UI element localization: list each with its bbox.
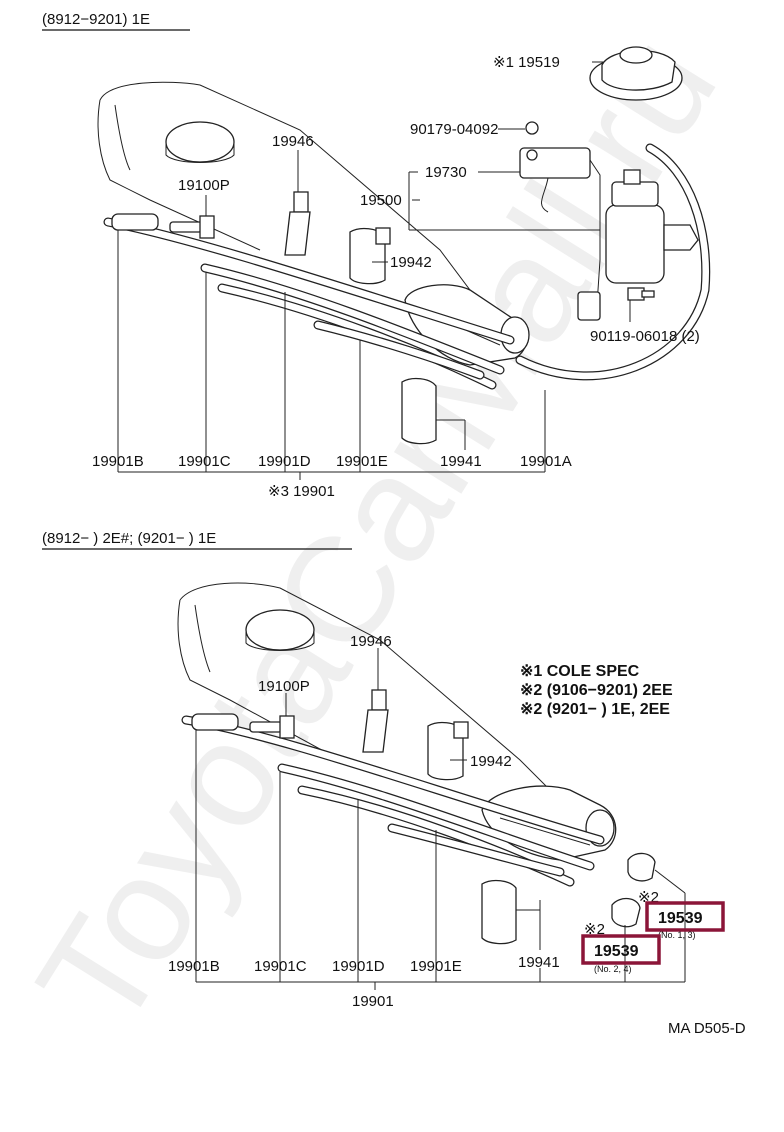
legend-line-1: ※1 COLE SPEC — [520, 663, 640, 680]
clamp-19941-bottom — [481, 879, 517, 945]
footer-code: MA D505-D — [668, 1020, 746, 1037]
boot-19539-b — [611, 897, 641, 928]
spark-plug-top — [111, 213, 215, 239]
leaders-top — [117, 61, 631, 480]
label-19100p-bottom: 19100P — [258, 678, 310, 695]
label-19100p-top: 19100P — [178, 177, 230, 194]
legend-line-3: ※2 (9201− ) 1E, 2EE — [520, 701, 670, 718]
label-19941-top: 19941 — [440, 453, 482, 470]
label-19901a-top: 19901A — [520, 453, 572, 470]
header-bottom: (8912− ) 2E#; (9201− ) 1E — [42, 530, 216, 547]
bolt-90119 — [627, 287, 655, 301]
legend: ※1 COLE SPEC ※2 (9106−9201) 2EE ※2 (9201… — [520, 663, 673, 718]
clamp-19942-bottom — [427, 721, 469, 781]
label-19901d-top: 19901D — [258, 453, 311, 470]
label-19901d-bottom: 19901D — [332, 958, 385, 975]
ignition-coil-top — [605, 169, 699, 284]
distributor-cap-19519 — [589, 46, 683, 101]
engine-outline-bottom — [177, 582, 601, 831]
label-19901e-bottom: 19901E — [410, 958, 462, 975]
spark-plug-bottom — [191, 713, 295, 739]
clamp-19946-bottom — [362, 689, 389, 753]
label-19539-b: 19539 — [594, 943, 639, 960]
cables-bottom — [181, 715, 605, 887]
label-19942-bottom: 19942 — [470, 753, 512, 770]
label-19901b-bottom: 19901B — [168, 958, 220, 975]
cables-top — [103, 143, 711, 390]
mark-2-b: ※2 — [584, 921, 605, 938]
note-19539-a: (No. 1, 3) — [658, 930, 696, 940]
label-90179-04092: 90179-04092 — [410, 121, 498, 138]
label-19946-bottom: 19946 — [350, 633, 392, 650]
note-19539-b: (No. 2, 4) — [594, 964, 632, 974]
label-90119-06018: 90119-06018 (2) — [590, 328, 700, 345]
oil-cap-top — [165, 121, 235, 163]
label-19901-bottom: 19901 — [352, 993, 394, 1010]
label-19901-top: ※3 19901 — [268, 483, 335, 500]
nut-90179 — [525, 121, 539, 135]
igniter-19730 — [519, 147, 591, 213]
label-19941-bottom: 19941 — [518, 954, 560, 971]
engine-outline-top — [97, 81, 521, 331]
legend-line-2: ※2 (9106−9201) 2EE — [520, 682, 673, 699]
header-top: (8912−9201) 1E — [42, 11, 150, 28]
label-19519: ※1 19519 — [493, 54, 560, 71]
highlight-19539-a — [645, 901, 725, 932]
clamp-19942-top — [349, 227, 391, 285]
label-19901b-top: 19901B — [92, 453, 144, 470]
boot-19539-a — [627, 852, 656, 882]
label-19901c-bottom: 19901C — [254, 958, 307, 975]
label-19901c-top: 19901C — [178, 453, 231, 470]
oil-cap-bottom — [245, 609, 315, 651]
label-19730: 19730 — [425, 164, 467, 181]
label-19901e-top: 19901E — [336, 453, 388, 470]
igniter-harness — [589, 159, 601, 321]
label-19539-a: 19539 — [658, 910, 703, 927]
clamp-19946-top — [284, 191, 311, 256]
highlight-19539-b — [581, 934, 661, 965]
label-19942-top: 19942 — [390, 254, 432, 271]
label-19946-top: 19946 — [272, 133, 314, 150]
leaders-bottom — [195, 648, 686, 990]
label-19500: 19500 — [360, 192, 402, 209]
connector-top — [577, 291, 601, 321]
clamp-19941-top — [401, 377, 437, 445]
